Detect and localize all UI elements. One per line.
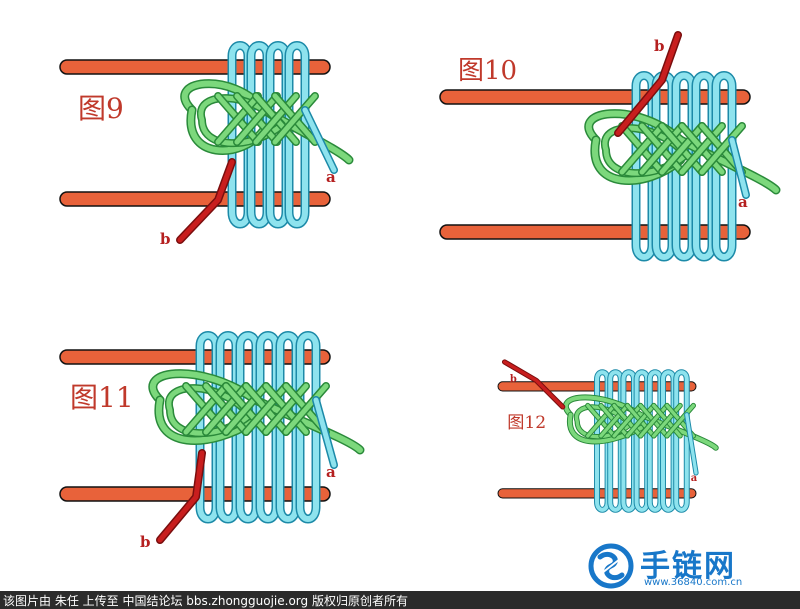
knot-panel-10: 图10 a b bbox=[439, 31, 781, 262]
knot-weave-up-4 bbox=[679, 123, 725, 175]
knot-logo-icon bbox=[588, 543, 634, 589]
knot-weave-up-1 bbox=[183, 383, 229, 435]
cord-a-tail bbox=[729, 137, 749, 198]
knot-weave-up-3 bbox=[223, 383, 269, 435]
cord-a-tail bbox=[313, 397, 337, 468]
end-label-a: a bbox=[691, 473, 698, 484]
end-label-a: a bbox=[326, 463, 336, 481]
knot-cord-outer bbox=[149, 370, 363, 453]
knot-panel-11: 图11 a b bbox=[59, 331, 365, 551]
figure-label: 图11 bbox=[70, 381, 134, 414]
watermark-name: 手链网 bbox=[640, 549, 736, 584]
footer-text: 该图片由 朱任 上传至 中国结论坛 bbs.zhongguojie.org 版权… bbox=[3, 594, 408, 608]
end-label-b: b bbox=[160, 230, 171, 248]
loop-a-7 bbox=[674, 370, 689, 512]
cord-b bbox=[177, 159, 235, 243]
knot-weave-up-2 bbox=[599, 403, 630, 438]
knot-cord-outer bbox=[563, 395, 718, 450]
end-label-a: a bbox=[738, 193, 748, 211]
figure-label: 图9 bbox=[78, 92, 124, 125]
loop-a-5 bbox=[713, 72, 735, 260]
knot-weave-up-2 bbox=[234, 93, 280, 145]
rod-bottom bbox=[439, 224, 751, 240]
knot-weave-up-4 bbox=[625, 403, 656, 438]
cord-a-tail bbox=[685, 413, 698, 475]
cord-a-tail bbox=[302, 107, 337, 173]
cord-b bbox=[502, 360, 565, 409]
knot-weave-up-4 bbox=[272, 93, 318, 145]
cord-b bbox=[157, 450, 205, 543]
loop-a-6 bbox=[297, 332, 319, 522]
end-label-b: b bbox=[140, 533, 151, 551]
figure-label: 图10 bbox=[458, 56, 517, 86]
knot-weave-up-7 bbox=[665, 403, 696, 438]
end-label-b: b bbox=[654, 37, 665, 55]
footer-bar: 该图片由 朱任 上传至 中国结论坛 bbs.zhongguojie.org 版权… bbox=[0, 591, 800, 609]
knot-weave-up-6 bbox=[283, 383, 329, 435]
knot-panel-9: 图9 a b bbox=[59, 41, 354, 248]
knot-weave-up-5 bbox=[699, 123, 745, 175]
rod-top bbox=[439, 89, 751, 105]
figure-label: 图12 bbox=[507, 413, 546, 433]
knot-weave-up-5 bbox=[638, 403, 669, 438]
knot-panel-12: 图12 a b bbox=[497, 359, 719, 513]
watermark: 手链网 www.36840.com.cn bbox=[588, 543, 800, 589]
end-label-a: a bbox=[326, 168, 336, 186]
knot-weave-up-2 bbox=[639, 123, 685, 175]
knot-weave-up-3 bbox=[659, 123, 705, 175]
loop-a-4 bbox=[286, 42, 308, 227]
knot-weave-up-3 bbox=[253, 93, 299, 145]
knot-weave-up-1 bbox=[619, 123, 665, 175]
knot-weave-up-2 bbox=[203, 383, 249, 435]
cord-b bbox=[615, 32, 681, 136]
watermark-url: www.36840.com.cn bbox=[644, 577, 743, 588]
end-label-b: b bbox=[510, 374, 517, 385]
knot-weave-up-1 bbox=[586, 403, 616, 438]
knot-weave-up-4 bbox=[243, 383, 289, 435]
knot-weave-up-1 bbox=[215, 93, 261, 145]
rod-top bbox=[59, 349, 331, 365]
knot-weave-up-3 bbox=[612, 403, 643, 438]
knot-weave-up-5 bbox=[263, 383, 309, 435]
knot-weave-up-6 bbox=[652, 403, 682, 438]
